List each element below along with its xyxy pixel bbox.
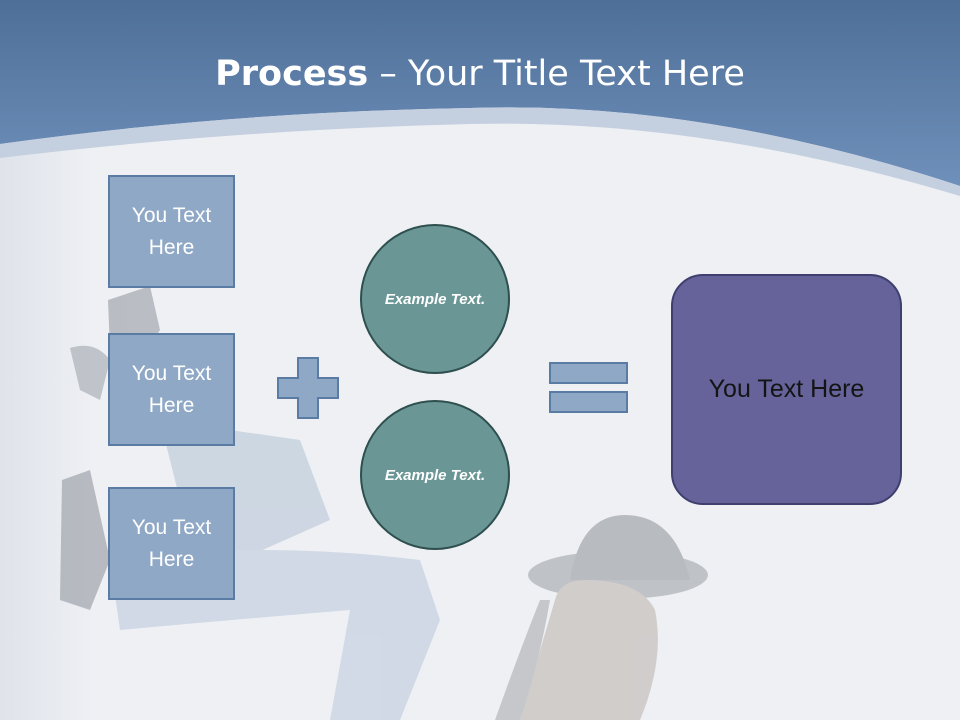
example-circle-2-label: Example Text.	[384, 466, 486, 484]
title-rest: – Your Title Text Here	[368, 54, 745, 94]
result-box: You Text Here	[671, 274, 902, 505]
text-box-2: You Text Here	[108, 333, 235, 446]
text-box-1-label: You Text Here	[131, 203, 212, 259]
background-photo	[60, 286, 708, 720]
text-box-3-label: You Text Here	[131, 515, 212, 571]
plus-icon	[277, 357, 339, 419]
result-box-label: You Text Here	[708, 375, 865, 403]
wall-image	[0, 140, 95, 720]
equals-icon	[549, 362, 628, 413]
slide-title: Process – Your Title Text Here	[0, 52, 960, 96]
text-box-1: You Text Here	[108, 175, 235, 288]
example-circle-1-label: Example Text.	[384, 290, 486, 308]
text-box-2-label: You Text Here	[131, 361, 212, 417]
example-circle-2: Example Text.	[360, 400, 510, 550]
title-bold: Process	[215, 54, 369, 94]
header-band	[0, 0, 960, 186]
text-box-3: You Text Here	[108, 487, 235, 600]
header-swoosh	[0, 107, 960, 196]
example-circle-1: Example Text.	[360, 224, 510, 374]
